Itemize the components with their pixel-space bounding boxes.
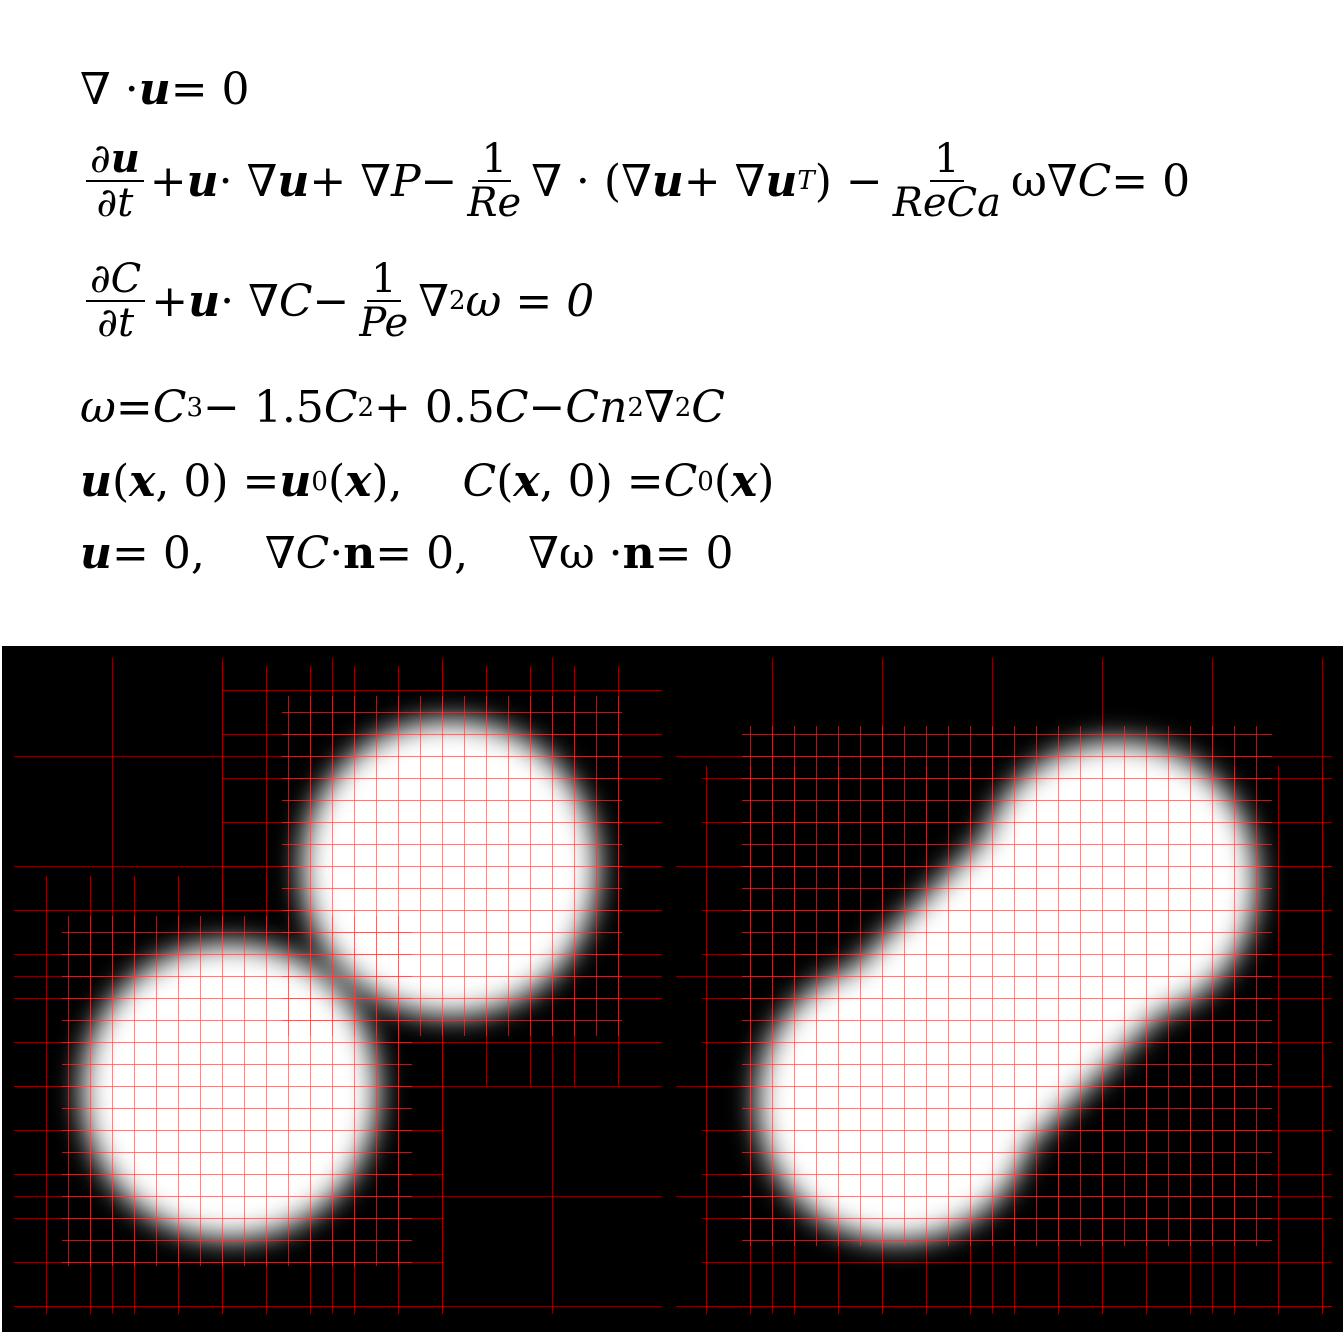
eq-text: C	[1077, 155, 1112, 207]
eq-text: ∇ · (∇	[531, 155, 652, 207]
cahn-hilliard-equation: ∂C ∂t + u · ∇ C − 1 Pe ∇2 ω = 0	[80, 258, 594, 344]
eq-text: , 0) =	[539, 456, 664, 507]
eq-text: +	[151, 275, 189, 327]
eq-text: P	[390, 155, 421, 207]
eq-text: ∇	[264, 528, 296, 579]
eq-text: x	[129, 456, 156, 507]
eq-text: 2	[627, 392, 644, 423]
eq-text: =	[115, 382, 153, 433]
eq-text: C	[278, 275, 313, 327]
eq-text: u	[80, 456, 112, 507]
eq-text: u	[188, 275, 221, 327]
eq-text: 2	[674, 392, 692, 423]
eq-text: (	[496, 456, 514, 507]
eq-text: Pe	[359, 300, 409, 346]
eq-text: ∇ ·	[80, 64, 139, 115]
eq-text: u	[651, 155, 684, 207]
eq-text: 1	[477, 138, 512, 182]
eq-text: C	[295, 528, 330, 579]
eq-text: T	[797, 166, 815, 196]
eq-text: C	[462, 456, 497, 507]
reynolds-fraction: 1 Re	[463, 138, 525, 224]
eq-text: ,	[388, 456, 403, 507]
eq-text: ω = 0	[465, 275, 595, 327]
eq-text: u	[138, 64, 171, 115]
eq-text: 1	[930, 138, 964, 182]
eq-text: = 0	[654, 528, 734, 579]
eq-text: Cn	[565, 382, 628, 433]
eq-text: u	[279, 456, 312, 507]
peclet-fraction: 1 Pe	[355, 258, 412, 344]
eq-text: ∇	[643, 382, 675, 433]
eq-text: (	[327, 456, 346, 507]
eq-text: · ∇	[220, 275, 279, 327]
eq-text: −	[420, 155, 458, 207]
eq-text: − 1.5	[202, 382, 324, 433]
eq-text: Re	[467, 180, 522, 226]
continuity-equation: ∇ · u = 0	[80, 64, 250, 115]
eq-text: = 0	[1111, 155, 1191, 207]
eq-text: ∂t	[97, 300, 135, 346]
eq-text: (	[713, 456, 731, 507]
eq-text: + 0.5	[374, 382, 495, 433]
eq-text: x	[513, 456, 540, 507]
eq-text: ReCa	[892, 180, 1001, 226]
eq-text: 2	[357, 392, 375, 423]
eq-text: u	[80, 528, 112, 579]
eq-text: x	[731, 456, 758, 507]
eq-text: = 0,	[375, 528, 469, 579]
eq-text: = 0,	[112, 528, 205, 579]
eq-text: 0	[697, 466, 714, 497]
reca-fraction: 1 ReCa	[889, 138, 1005, 224]
eq-text: )	[371, 456, 389, 507]
panel-before	[14, 658, 662, 1314]
eq-text: ∇	[418, 275, 449, 327]
eq-text: + ∇	[309, 155, 391, 207]
boundary-conditions: u = 0, ∇ C · n = 0, ∇ω · n = 0	[80, 528, 734, 579]
eq-text: t	[117, 180, 134, 226]
eq-text: u	[277, 155, 310, 207]
eq-text: +	[149, 155, 187, 207]
eq-text: + ∇	[683, 155, 766, 207]
eq-text: )	[757, 456, 775, 507]
eq-text: 0	[311, 466, 328, 497]
simulation-canvas	[14, 658, 1332, 1314]
eq-text: = 0	[170, 64, 250, 115]
eq-text: ω	[80, 382, 116, 433]
eq-text: C	[152, 382, 187, 433]
eq-text: ∇ω ·	[528, 528, 623, 579]
eq-text: ∂	[90, 136, 111, 182]
eq-text: ∂C	[86, 258, 146, 302]
eq-text: C	[691, 382, 725, 433]
equation-block: ∇ · u = 0 ∂u ∂t + u · ∇ u + ∇ P − 1 Re ∇…	[0, 0, 1343, 640]
eq-text: 2	[448, 286, 466, 316]
eq-text: −	[528, 382, 566, 433]
eq-text: 3	[186, 392, 203, 423]
eq-text: (	[112, 456, 130, 507]
eq-text: u	[110, 135, 140, 182]
eq-text: C	[663, 456, 698, 507]
eq-text: x	[345, 456, 372, 507]
eq-text: C	[323, 382, 358, 433]
eq-text: n	[622, 528, 655, 579]
eq-text: u	[186, 155, 219, 207]
eq-text: ) −	[814, 155, 883, 207]
panel-after	[676, 658, 1332, 1314]
eq-text: ∂	[96, 180, 118, 226]
eq-text: ω∇	[1011, 155, 1078, 207]
eq-text: C	[494, 382, 529, 433]
eq-text: −	[312, 275, 350, 327]
momentum-equation: ∂u ∂t + u · ∇ u + ∇ P − 1 Re ∇ · (∇ u + …	[80, 138, 1190, 224]
eq-text: u	[765, 155, 798, 207]
eq-text: ·	[329, 528, 344, 579]
eq-text: 1	[367, 258, 401, 302]
eq-text: · ∇	[218, 155, 278, 207]
eq-text: , 0) =	[155, 456, 280, 507]
eq-text: n	[343, 528, 376, 579]
concentration-derivative-fraction: ∂C ∂t	[86, 258, 146, 346]
simulation-panels	[2, 646, 1343, 1332]
time-derivative-fraction: ∂u ∂t	[86, 138, 144, 224]
